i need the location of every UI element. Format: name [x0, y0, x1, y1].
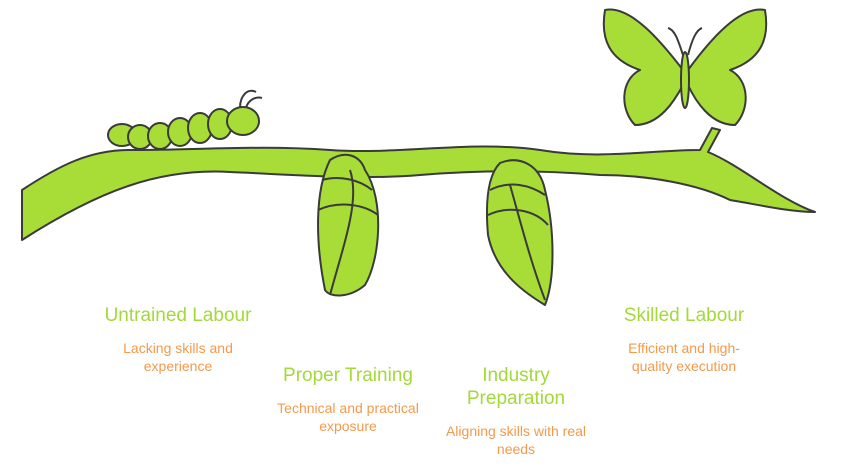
- butterfly-icon: [602, 8, 768, 126]
- caterpillar-icon: [107, 89, 263, 150]
- stage-skilled-labour: Skilled Labour Efficient and high-qualit…: [606, 304, 762, 375]
- chrysalis-icon: [485, 159, 554, 306]
- stage-industry-preparation: Industry Preparation Aligning skills wit…: [438, 364, 594, 458]
- stage-description: Efficient and high-quality execution: [628, 340, 740, 374]
- branch: [21, 127, 816, 241]
- cocoon-icon: [317, 153, 380, 297]
- stage-description: Lacking skills and experience: [123, 340, 233, 374]
- stage-title: Industry Preparation: [466, 365, 566, 409]
- stage-title: Untrained Labour: [104, 305, 252, 326]
- stage-proper-training: Proper Training Technical and practical …: [270, 364, 426, 435]
- stage-untrained-labour: Untrained Labour Lacking skills and expe…: [100, 304, 256, 375]
- stage-title: Proper Training: [283, 365, 413, 386]
- stage-description: Technical and practical exposure: [277, 400, 419, 434]
- stage-description: Aligning skills with real needs: [445, 423, 587, 457]
- stage-title: Skilled Labour: [623, 305, 745, 326]
